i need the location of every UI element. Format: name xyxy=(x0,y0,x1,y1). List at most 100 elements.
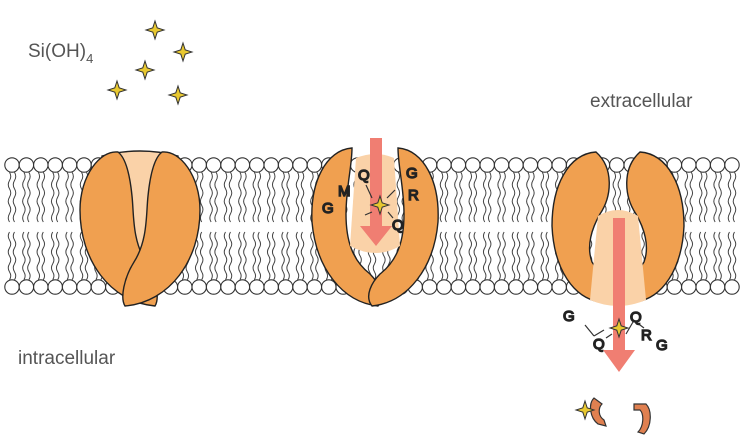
lipid-tail xyxy=(469,172,472,222)
lipid-tail xyxy=(527,232,530,280)
residue-label: Q xyxy=(630,309,642,326)
lipid-tail xyxy=(42,232,45,280)
lipid-tail xyxy=(28,232,31,280)
lipid-head xyxy=(437,280,451,294)
released-fragment-icon xyxy=(634,404,650,434)
lipid-head xyxy=(437,158,451,172)
lipid-tail xyxy=(42,172,45,222)
lipid-head xyxy=(77,280,91,294)
lipid-tail xyxy=(215,172,218,222)
lipid-head xyxy=(552,158,566,172)
lipid-head xyxy=(250,280,264,294)
lipid-tail xyxy=(296,172,299,222)
lipid-tail xyxy=(517,232,520,280)
lipid-tail xyxy=(258,172,261,222)
lipid-head xyxy=(451,158,465,172)
lipid-tail xyxy=(714,232,717,280)
lipid-head xyxy=(725,158,739,172)
lipid-tail xyxy=(685,232,688,280)
silicic-acid-label: Si(OH)4 xyxy=(28,41,93,66)
lipid-tail xyxy=(287,172,290,222)
lipid-tail xyxy=(51,172,54,222)
released-fragments xyxy=(576,398,650,434)
lipid-tail xyxy=(253,172,255,222)
lipid-tail xyxy=(8,172,11,222)
lipid-tail xyxy=(200,232,203,280)
lipid-tail xyxy=(282,232,285,280)
lipid-head xyxy=(494,158,508,172)
lipid-tail xyxy=(483,232,486,280)
lipid-head xyxy=(221,158,235,172)
residue-label: G xyxy=(406,165,418,182)
lipid-tail xyxy=(512,172,515,222)
lipid-head xyxy=(206,158,220,172)
lipid-head xyxy=(538,280,552,294)
lipid-head xyxy=(451,280,465,294)
lipid-head xyxy=(509,158,523,172)
lipid-tail xyxy=(229,172,232,222)
lipid-tail xyxy=(71,232,74,280)
lipid-tail xyxy=(460,232,463,280)
residue-label: G xyxy=(656,337,668,354)
lipid-head xyxy=(5,158,19,172)
residue-label: Q xyxy=(593,336,605,353)
lipid-tail xyxy=(23,232,26,280)
lipid-tail xyxy=(546,172,549,222)
extracellular-label: extracellular xyxy=(590,91,693,112)
lipid-head xyxy=(509,280,523,294)
lipid-tail xyxy=(488,232,491,280)
lipid-head xyxy=(494,280,508,294)
lipid-tail xyxy=(8,232,11,280)
lipid-head xyxy=(235,280,249,294)
lipid-head xyxy=(62,158,76,172)
residue-label: Q xyxy=(392,217,404,234)
silicic-acid-molecules xyxy=(108,21,192,104)
lipid-tail xyxy=(699,172,702,222)
lipid-tail xyxy=(23,172,26,222)
lipid-tail xyxy=(28,172,31,222)
lipid-tail xyxy=(71,172,74,222)
lipid-tail xyxy=(445,232,448,280)
lipid-tail xyxy=(244,232,247,280)
lipid-head xyxy=(62,280,76,294)
lipid-tail xyxy=(541,172,544,222)
lipid-tail xyxy=(532,232,535,280)
lipid-head xyxy=(293,280,307,294)
lipid-head xyxy=(192,158,206,172)
silicic-acid-molecule-icon xyxy=(169,86,187,104)
lipid-tail xyxy=(714,172,717,222)
lipid-head xyxy=(19,158,33,172)
lipid-tail xyxy=(455,172,458,222)
lipid-tail xyxy=(699,232,702,280)
lipid-tail xyxy=(239,232,242,280)
lipid-head xyxy=(696,280,710,294)
lipid-tail xyxy=(301,232,304,280)
lipid-tail xyxy=(498,232,501,280)
lipid-tail xyxy=(311,232,314,280)
lipid-head xyxy=(422,280,436,294)
lipid-tail xyxy=(483,172,486,222)
lipid-tail xyxy=(301,172,304,222)
lipid-tail xyxy=(224,232,227,280)
lipid-head xyxy=(91,280,105,294)
lipid-head xyxy=(667,280,681,294)
lipid-tail xyxy=(267,172,270,222)
lipid-tail xyxy=(272,172,275,222)
lipid-tail xyxy=(229,232,232,280)
lipid-tail xyxy=(37,232,40,280)
lipid-head xyxy=(710,280,724,294)
lipid-head xyxy=(480,280,494,294)
lipid-head xyxy=(34,280,48,294)
lipid-head xyxy=(523,158,537,172)
released-fragment-icon xyxy=(591,398,606,426)
lipid-head xyxy=(480,158,494,172)
lipid-tail xyxy=(704,232,707,280)
lipid-tail xyxy=(210,232,213,280)
silicic-acid-molecule-icon xyxy=(108,81,126,99)
lipid-head xyxy=(682,280,696,294)
lipid-head xyxy=(552,280,566,294)
lipid-tail xyxy=(445,172,448,222)
lipid-head xyxy=(538,158,552,172)
lipid-head xyxy=(77,158,91,172)
lipid-tail xyxy=(13,172,16,222)
